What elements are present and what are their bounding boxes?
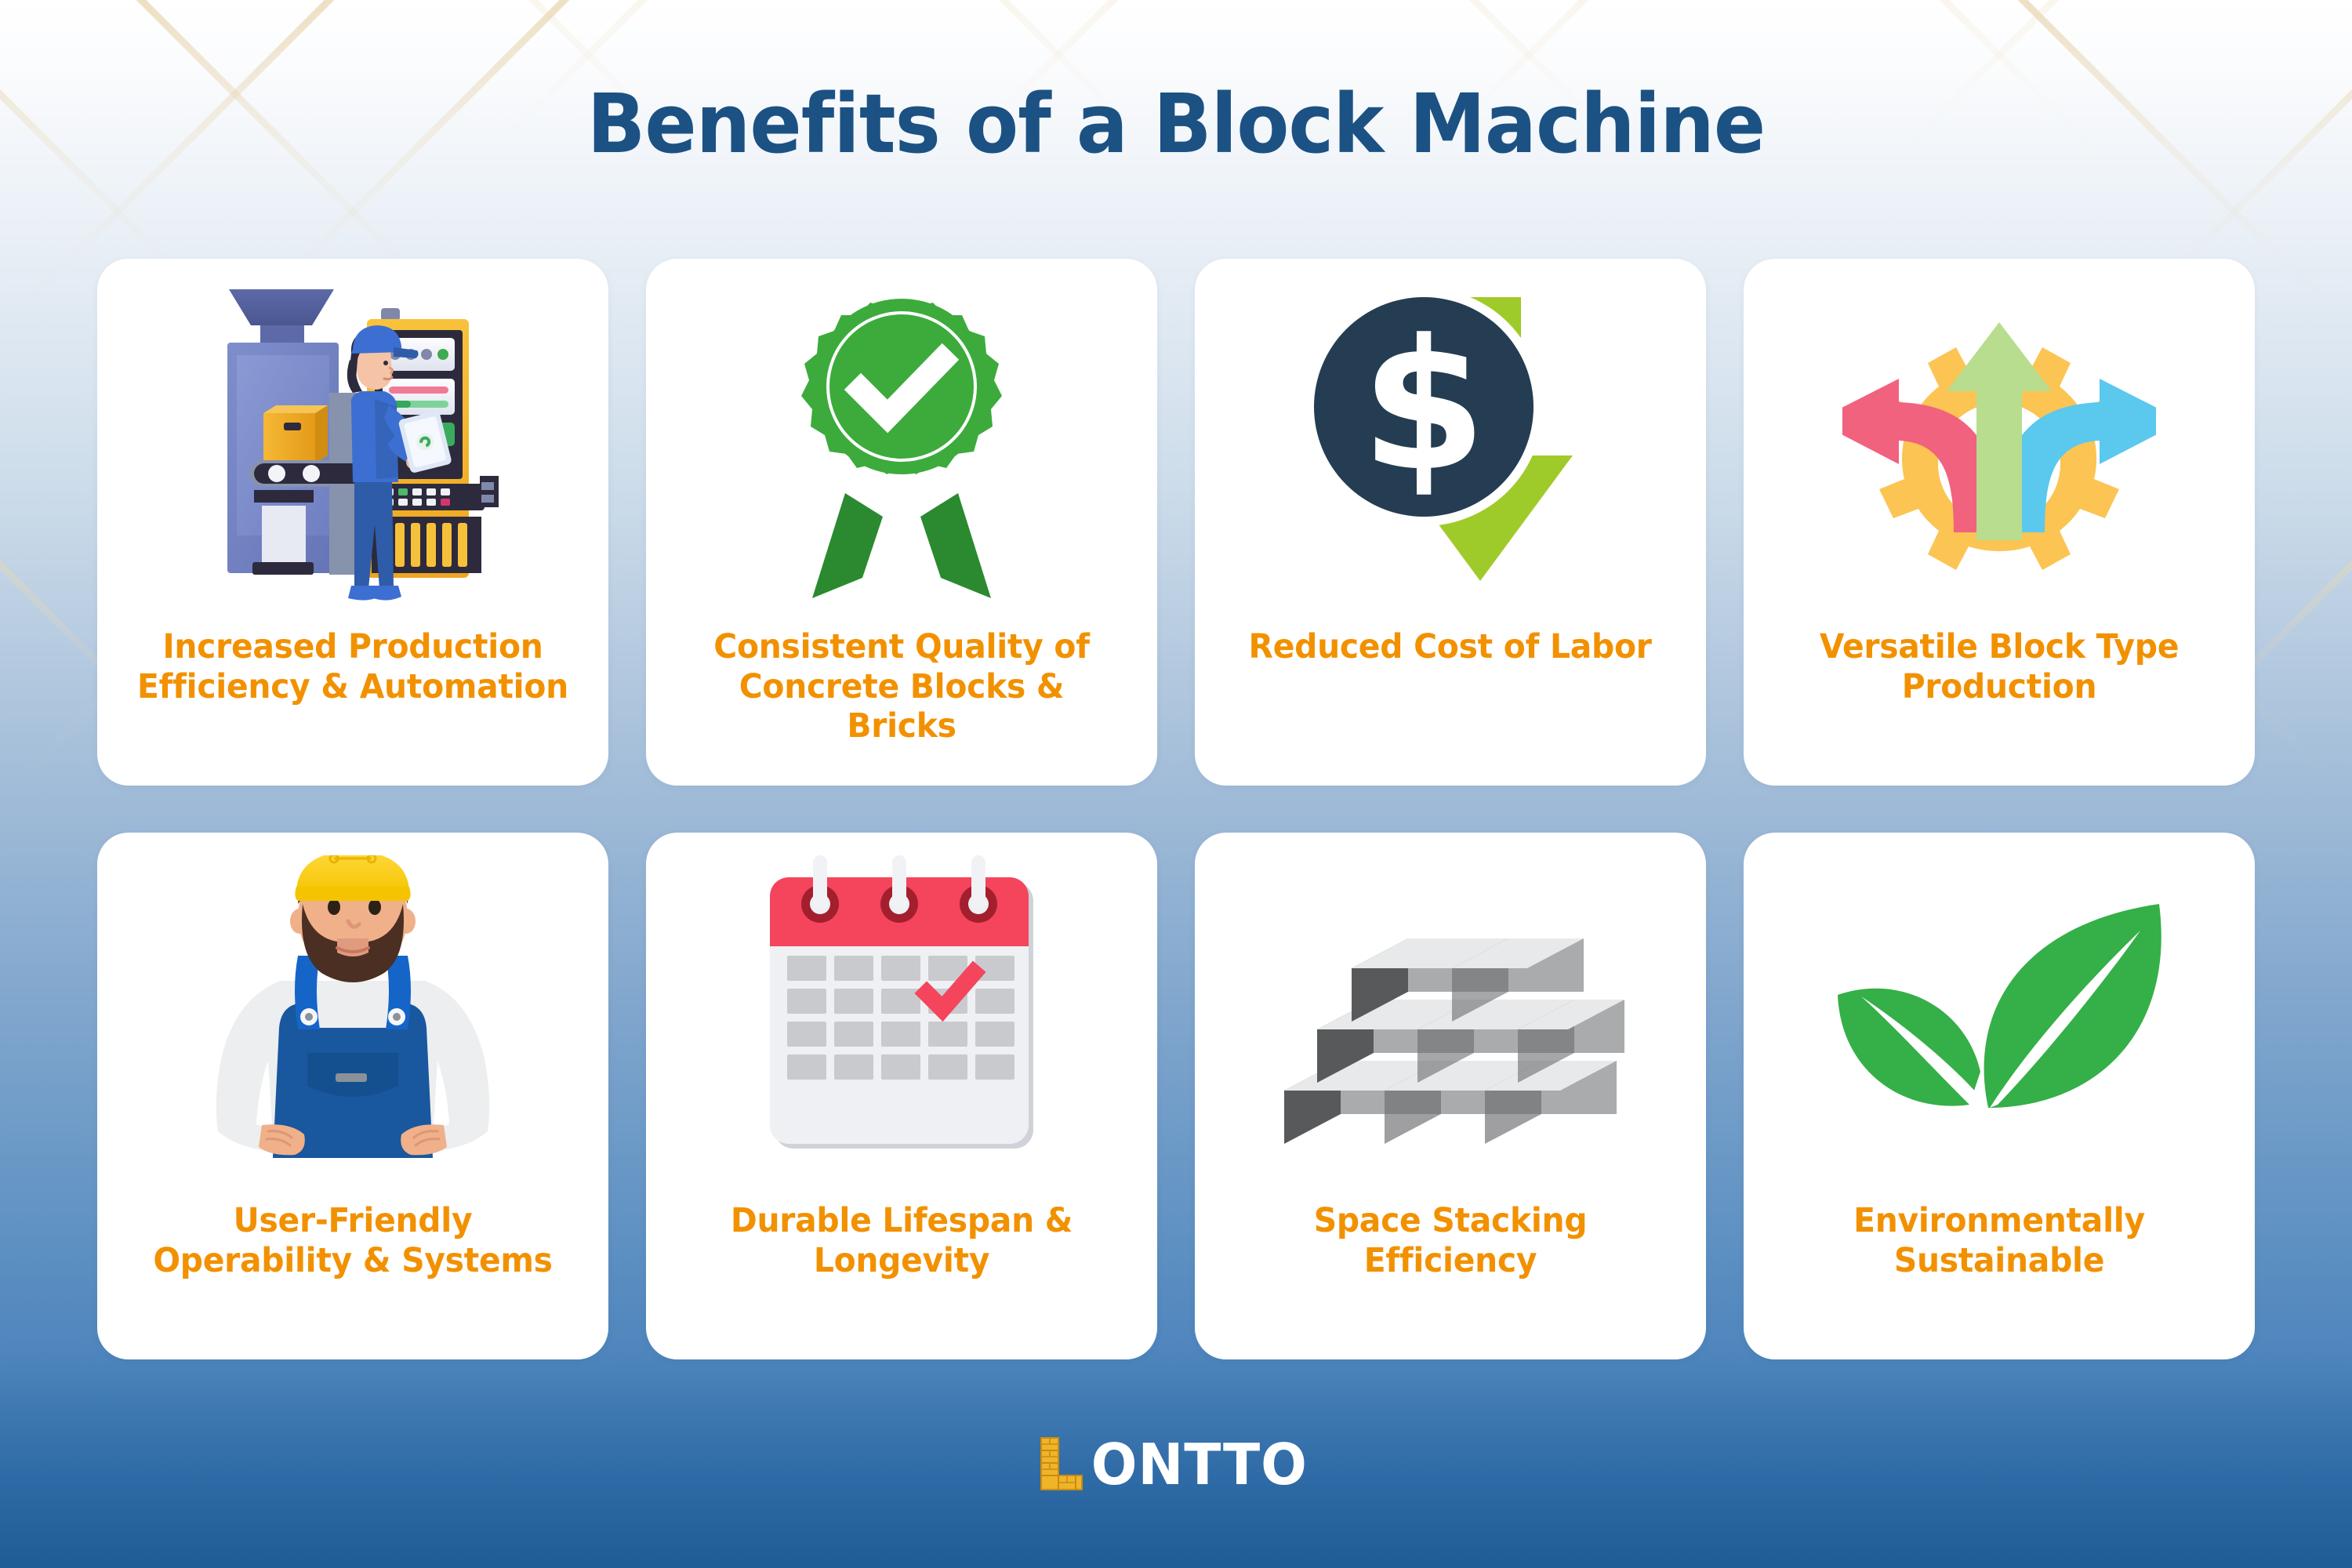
- benefit-card-space-stacking-efficiency[interactable]: Space Stacking Efficiency: [1195, 833, 1706, 1359]
- benefit-card-label: Versatile Block Type Production: [1819, 627, 2180, 706]
- benefit-card-durable-lifespan[interactable]: Durable Lifespan & Longevity: [646, 833, 1157, 1359]
- factory-machine-operator-illustration: [97, 259, 608, 627]
- brand-name: ONTTO: [1091, 1432, 1308, 1497]
- benefit-card-increased-production-efficiency[interactable]: Increased Production Efficiency & Automa…: [97, 259, 608, 786]
- stacked-concrete-blocks-icon: [1195, 833, 1706, 1201]
- svg-text:$: $: [1361, 302, 1486, 511]
- dollar-coin-down-arrow-icon: $: [1195, 259, 1706, 627]
- page-title: Benefits of a Block Machine: [586, 76, 1766, 172]
- benefit-card-label: Space Stacking Efficiency: [1313, 1201, 1588, 1280]
- benefit-card-reduced-cost-of-labor[interactable]: $ Reduced Cost of Labor: [1195, 259, 1706, 786]
- benefit-card-label: Increased Production Efficiency & Automa…: [137, 627, 568, 706]
- lontto-brick-l-icon: [1040, 1437, 1083, 1490]
- benefits-card-grid: Increased Production Efficiency & Automa…: [97, 259, 2255, 1359]
- benefit-card-consistent-quality[interactable]: Consistent Quality of Concrete Blocks & …: [646, 259, 1157, 786]
- benefit-card-versatile-block-type[interactable]: Versatile Block Type Production: [1744, 259, 2255, 786]
- benefit-card-label: Durable Lifespan & Longevity: [730, 1201, 1073, 1280]
- green-quality-badge-checkmark-icon: [646, 259, 1157, 627]
- benefit-card-label: Consistent Quality of Concrete Blocks & …: [713, 627, 1090, 746]
- benefit-card-user-friendly-operability[interactable]: User-Friendly Operability & Systems: [97, 833, 608, 1359]
- construction-worker-illustration: [97, 833, 608, 1201]
- green-leaves-icon: [1744, 833, 2255, 1201]
- benefit-card-environmentally-sustainable[interactable]: Environmentally Sustainable: [1744, 833, 2255, 1359]
- gear-three-arrows-icon: [1744, 259, 2255, 627]
- benefit-card-label: User-Friendly Operability & Systems: [153, 1201, 553, 1280]
- benefit-card-label: Reduced Cost of Labor: [1248, 627, 1653, 666]
- brand-logo: ONTTO: [0, 1436, 2352, 1493]
- page-header: Benefits of a Block Machine: [0, 76, 2352, 172]
- benefit-card-label: Environmentally Sustainable: [1853, 1201, 2145, 1280]
- calendar-checkmark-icon: [646, 833, 1157, 1201]
